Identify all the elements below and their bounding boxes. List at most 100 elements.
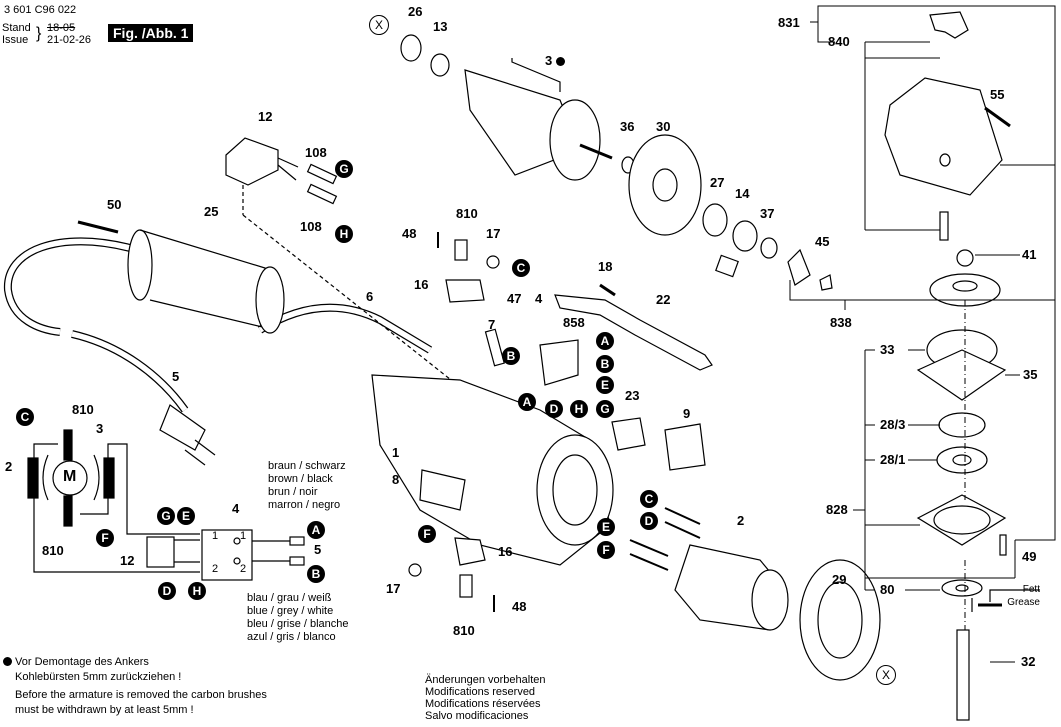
part-label-28-1: 28/1 xyxy=(880,452,906,467)
wire-color-de: braun / schwarz xyxy=(268,460,346,472)
part-label-108-bottom: 108 xyxy=(300,219,322,234)
part-label-50: 50 xyxy=(107,197,122,212)
leader-lines xyxy=(789,5,1056,663)
part-label-22: 22 xyxy=(656,292,671,307)
part-label-14: 14 xyxy=(735,186,750,201)
part-label-48-top: 48 xyxy=(402,226,417,241)
schematic-armature: 3 xyxy=(96,421,104,436)
marker-x-bottom: X xyxy=(876,665,896,685)
terminal-1-left: 1 xyxy=(212,530,219,542)
schematic-suppressor: 12 xyxy=(120,553,135,568)
marker-c-top: C xyxy=(512,259,530,277)
brush-holder-lower xyxy=(408,537,495,612)
part-label-41: 41 xyxy=(1022,247,1037,262)
guard xyxy=(799,559,881,681)
part-label-16-top: 16 xyxy=(414,277,429,292)
part-label-840: 840 xyxy=(828,34,850,49)
part-label-2: 2 xyxy=(737,513,745,528)
schematic-marker-a: A xyxy=(307,521,325,539)
brush-holder-upper xyxy=(437,232,500,303)
old-date: 18-05 xyxy=(47,22,76,34)
marker-d-switch: D xyxy=(545,400,563,418)
wiring-schematic xyxy=(27,429,305,581)
schematic-marker-c: C xyxy=(16,408,34,426)
schematic-field: 2 xyxy=(5,459,13,474)
part-label-25: 25 xyxy=(204,204,219,219)
part-label-30: 30 xyxy=(656,119,671,134)
marker-e-switch: E xyxy=(596,376,614,394)
part-label-7: 7 xyxy=(488,317,496,332)
wire-colors-bottom: blau / grau / weiß blue / grey / white b… xyxy=(247,592,349,644)
schematic-marker-g: G xyxy=(157,507,175,525)
part-label-838: 838 xyxy=(830,315,852,330)
marker-d-field: D xyxy=(640,512,658,530)
schematic-marker-b: B xyxy=(307,565,325,583)
field-coil xyxy=(629,507,789,631)
marker-h-top: H xyxy=(335,225,353,243)
part-label-17-top: 17 xyxy=(486,226,501,241)
plug xyxy=(159,404,216,466)
disclaimer-de: Änderungen vorbehalten xyxy=(425,674,546,686)
part-label-858: 858 xyxy=(563,315,585,330)
flange-stack xyxy=(916,329,1007,721)
part-label-810-bottom: 810 xyxy=(453,623,475,638)
part-label-8: 8 xyxy=(392,472,400,487)
armature xyxy=(400,34,613,181)
disclaimer-fr: Modifications réservées xyxy=(425,698,541,710)
grease-label-en: Grease xyxy=(1007,597,1040,608)
fan-and-bearings xyxy=(621,134,833,291)
part-label-36: 36 xyxy=(620,119,635,134)
part-label-18: 18 xyxy=(598,259,613,274)
part-label-828: 828 xyxy=(826,502,848,517)
note-line-1: Vor Demontage des Ankers xyxy=(3,655,267,670)
wire-color-fr: bleu / grise / blanche xyxy=(247,618,349,630)
part-label-35: 35 xyxy=(1023,367,1038,382)
part-label-16-bottom: 16 xyxy=(498,544,513,559)
wire-color-es: azul / gris / blanco xyxy=(247,631,336,643)
wire-color-fr: brun / noir xyxy=(268,486,318,498)
brace: } xyxy=(36,25,42,42)
schematic-brush-top: 810 xyxy=(72,402,94,417)
part-label-33: 33 xyxy=(880,342,895,357)
part-label-26: 26 xyxy=(408,4,423,19)
wire-color-de: blau / grau / weiß xyxy=(247,592,332,604)
marker-b-switch: B xyxy=(596,355,614,373)
doc-number: 3 601 C96 022 xyxy=(4,4,77,16)
terminal-1-right: 1 xyxy=(240,530,247,542)
gear-head xyxy=(884,11,1011,307)
part-label-45: 45 xyxy=(815,234,830,249)
switch-block xyxy=(484,328,579,386)
part-label-27: 27 xyxy=(710,175,725,190)
terminal-2-left: 2 xyxy=(212,563,219,575)
issue-label: Issue xyxy=(2,34,29,46)
part-label-37: 37 xyxy=(760,206,775,221)
marker-b-left: B xyxy=(502,347,520,365)
note-line-2: Kohlebürsten 5mm zurückziehen ! xyxy=(15,671,182,683)
schematic-marker-h: H xyxy=(188,582,206,600)
power-cord xyxy=(3,237,433,413)
marker-e-field: E xyxy=(597,518,615,536)
marker-a-switch: A xyxy=(596,332,614,350)
marker-x-top: X xyxy=(369,15,389,35)
grease-label-de: Fett xyxy=(1022,584,1040,595)
grease-marker xyxy=(971,589,1040,612)
wire-color-en: brown / black xyxy=(268,473,333,485)
part-label-48-bottom: 48 xyxy=(512,599,527,614)
part-label-4: 4 xyxy=(535,291,543,306)
schematic-switch: 4 xyxy=(232,501,240,516)
cable-guard xyxy=(77,220,285,334)
suppressor-part xyxy=(225,137,471,396)
terminal-2-right: 2 xyxy=(240,563,247,575)
part-label-12: 12 xyxy=(258,109,273,124)
part-label-6: 6 xyxy=(366,289,374,304)
bullet-icon xyxy=(3,657,12,666)
marker-f-field: F xyxy=(597,541,615,559)
issue-date: 21-02-26 xyxy=(47,34,92,46)
schematic-cable: 5 xyxy=(314,542,322,557)
part-label-28-3: 28/3 xyxy=(880,417,906,432)
part-label-810-top: 810 xyxy=(456,206,478,221)
marker-g-switch: G xyxy=(596,400,614,418)
part-label-17-bottom: 17 xyxy=(386,581,401,596)
disclaimer-en: Modifications reserved xyxy=(425,686,536,698)
